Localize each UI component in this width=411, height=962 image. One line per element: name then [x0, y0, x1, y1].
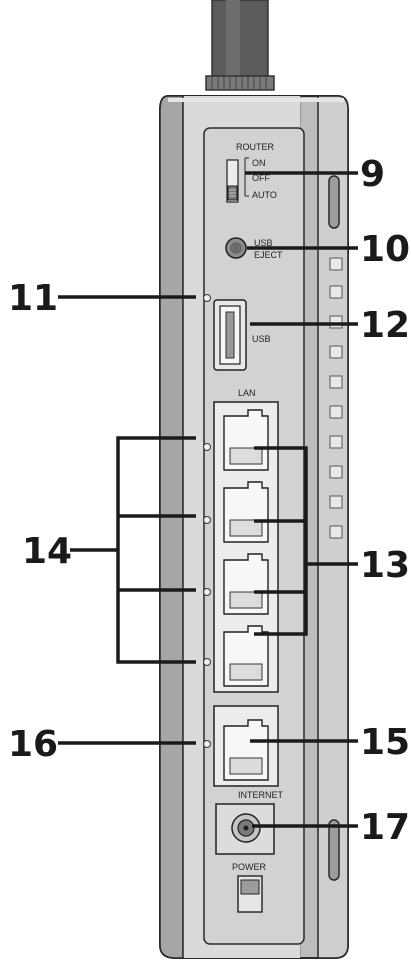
lan-label: LAN [238, 388, 256, 398]
vent-slots [329, 257, 343, 539]
router-mode-switch[interactable]: ROUTER ON OFF AUTO [226, 142, 277, 203]
usb-led [203, 294, 211, 302]
lan-port-4[interactable] [223, 625, 269, 687]
power-switch[interactable] [237, 875, 263, 913]
callout-lines [58, 171, 358, 828]
lan-led-1 [203, 443, 211, 451]
callout-15: 15 [360, 722, 410, 763]
power-label: POWER [232, 862, 267, 872]
callout-9: 9 [360, 154, 385, 195]
lan-port-1[interactable] [223, 409, 269, 471]
callout-11: 11 [8, 278, 58, 319]
lan-ports [213, 401, 279, 693]
callout-10: 10 [360, 229, 410, 270]
lan-leds [203, 443, 211, 666]
router-switch-on: ON [252, 158, 266, 168]
power-jack[interactable] [215, 803, 275, 855]
callout-12: 12 [360, 305, 410, 346]
internet-led [203, 740, 211, 748]
lan-led-4 [203, 658, 211, 666]
usb-eject-label-line1: USB [254, 238, 273, 248]
lan-port-2[interactable] [223, 481, 269, 543]
usb-eject-label-line2: EJECT [254, 250, 283, 260]
internet-port[interactable] [213, 705, 279, 787]
lan-led-2 [203, 516, 211, 524]
callout-14: 14 [22, 531, 72, 572]
usb-eject-button[interactable]: USB EJECT [225, 237, 283, 260]
usb-port[interactable]: USB [213, 299, 271, 371]
callout-13: 13 [360, 545, 410, 586]
router-switch-auto: AUTO [252, 190, 277, 200]
callout-17: 17 [360, 807, 410, 848]
lan-led-3 [203, 588, 211, 596]
lan-port-3[interactable] [223, 553, 269, 615]
callout-16: 16 [8, 724, 58, 765]
router-switch-off: OFF [252, 173, 270, 183]
leader-bracket-13 [254, 446, 308, 636]
antenna [205, 0, 275, 91]
callout-numbers: 9 10 11 12 13 14 15 16 17 [8, 154, 410, 848]
usb-port-label: USB [252, 334, 271, 344]
router-switch-title: ROUTER [236, 142, 275, 152]
internet-label: INTERNET [238, 790, 284, 800]
